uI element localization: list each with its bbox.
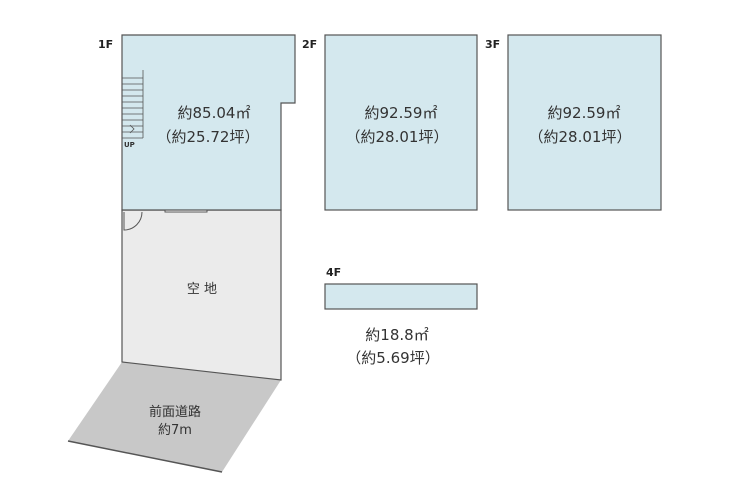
floor-2f-tsubo: （約28.01坪） bbox=[346, 128, 449, 146]
floor-2f-label: 2F bbox=[302, 38, 317, 51]
floor-1f-area: 約85.04㎡ bbox=[178, 104, 251, 122]
open-space-label: 空 地 bbox=[187, 282, 217, 297]
floor-1f bbox=[121, 34, 296, 211]
road-width: 約7m bbox=[158, 423, 192, 438]
floor-2f bbox=[324, 34, 478, 211]
road-label: 前面道路 bbox=[149, 404, 201, 420]
road-edge bbox=[67, 440, 223, 473]
floor-2f-area: 約92.59㎡ bbox=[365, 104, 438, 122]
floor-4f-area: 約18.8㎡ bbox=[365, 326, 428, 344]
floor-3f-area: 約92.59㎡ bbox=[548, 104, 621, 122]
stairs-icon bbox=[122, 70, 144, 139]
floor-1f-tsubo: （約25.72坪） bbox=[157, 128, 260, 146]
floor-1f-label: 1F bbox=[98, 38, 113, 51]
floor-4f-tsubo: （約5.69坪） bbox=[346, 349, 439, 367]
front-road bbox=[68, 362, 281, 472]
floor-4f-label: 4F bbox=[326, 266, 341, 279]
door-swing bbox=[123, 211, 143, 231]
floor-3f-tsubo: （約28.01坪） bbox=[529, 128, 632, 146]
stairs-up-label: UP bbox=[124, 141, 135, 149]
floor-3f-label: 3F bbox=[485, 38, 500, 51]
floor-4f bbox=[324, 283, 478, 310]
floor-3f bbox=[507, 34, 662, 211]
